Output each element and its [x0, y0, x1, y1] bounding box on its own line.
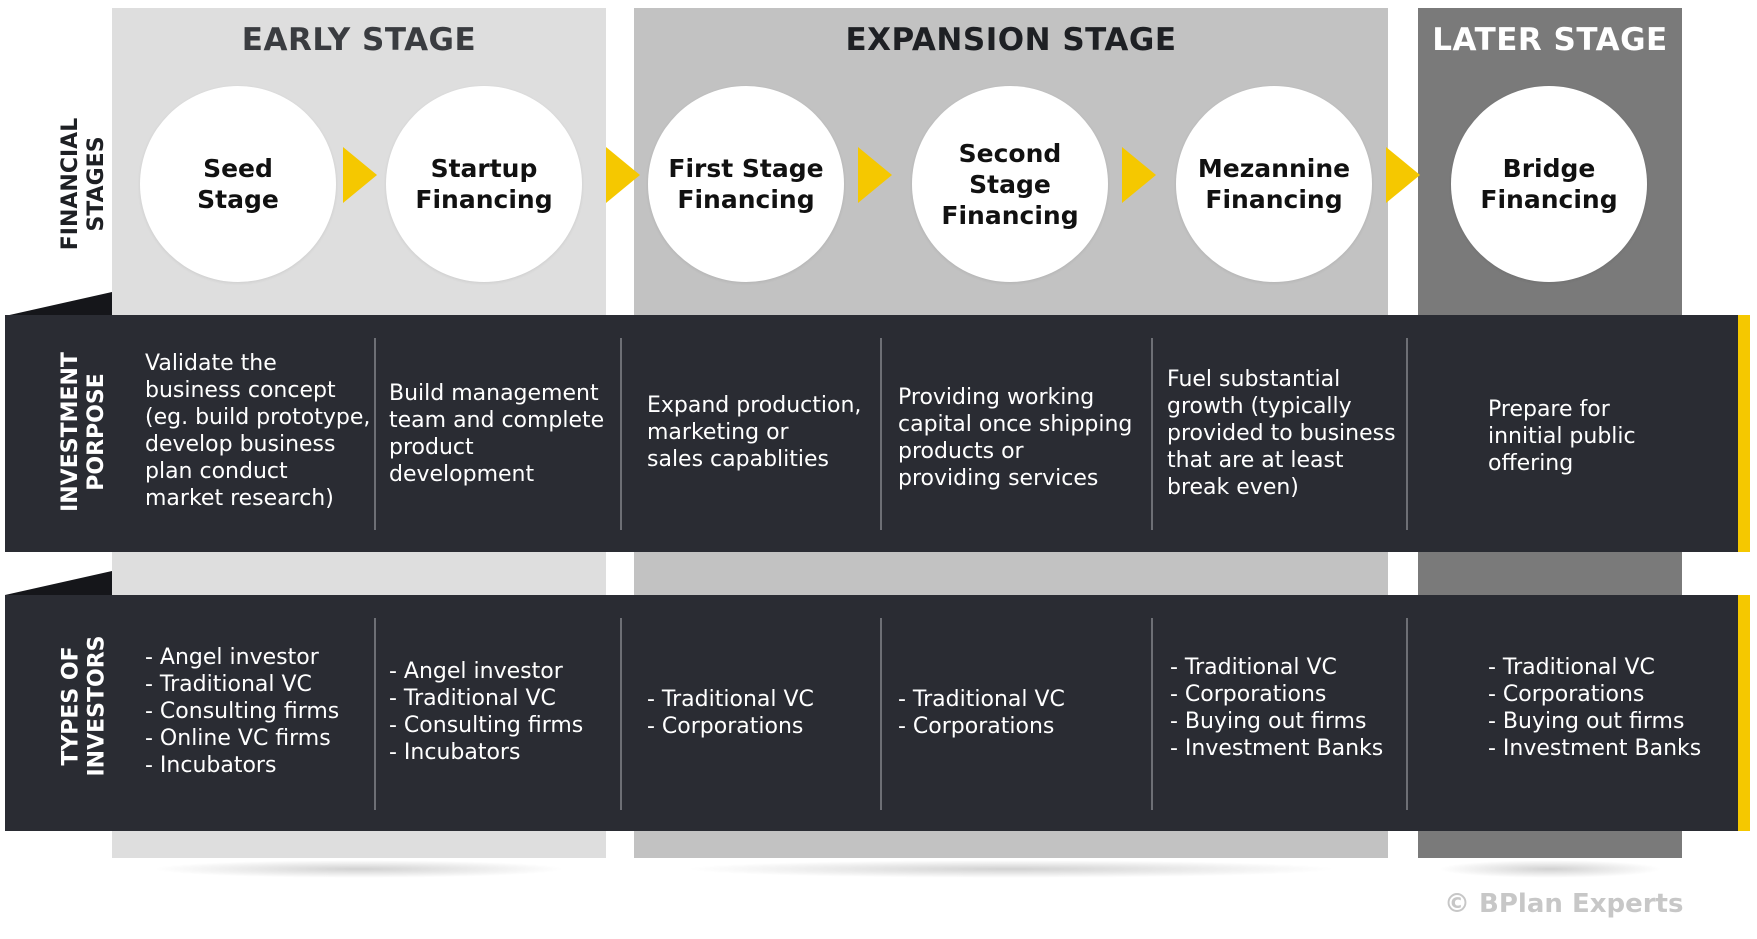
column-divider — [1151, 338, 1153, 530]
investors-mezannine: - Traditional VC - Corporations - Buying… — [1170, 655, 1384, 761]
arrow-icon — [343, 147, 377, 203]
purpose-startup: Build management team and complete produ… — [389, 381, 605, 487]
column-shadow — [684, 860, 1338, 878]
purpose-second-stage: Providing working capital once shipping … — [898, 385, 1133, 491]
circle-second-stage-financing: Second Stage Financing — [912, 86, 1108, 282]
column-divider — [880, 618, 882, 810]
purpose-mezannine: Fuel substantial growth (typically provi… — [1167, 367, 1396, 500]
band-notch — [5, 292, 112, 316]
arrow-icon — [1122, 147, 1156, 203]
later-stage-title: LATER STAGE — [1432, 22, 1668, 58]
investors-second-stage: - Traditional VC - Corporations — [898, 687, 1065, 739]
purpose-seed: Validate the business concept (eg. build… — [145, 351, 371, 511]
column-divider — [374, 618, 376, 810]
investment-purpose-band — [5, 315, 1738, 552]
column-divider — [880, 338, 882, 530]
circle-mezannine-financing: Mezannine Financing — [1176, 86, 1372, 282]
column-divider — [1151, 618, 1153, 810]
circle-first-stage-financing: First Stage Financing — [648, 86, 844, 282]
expansion-stage-title: EXPANSION STAGE — [845, 22, 1177, 58]
early-stage-title: EARLY STAGE — [241, 22, 477, 58]
band-notch — [5, 571, 112, 595]
column-divider — [620, 618, 622, 810]
column-divider — [620, 338, 622, 530]
investors-bridge: - Traditional VC - Corporations - Buying… — [1488, 655, 1702, 761]
column-divider — [374, 338, 376, 530]
investors-seed: - Angel investor - Traditional VC - Cons… — [145, 645, 340, 778]
circle-seed-stage: Seed Stage — [140, 86, 336, 282]
investors-first-stage: - Traditional VC - Corporations — [647, 687, 814, 739]
arrow-icon — [1386, 147, 1420, 203]
circle-bridge-financing: Bridge Financing — [1451, 86, 1647, 282]
arrow-icon — [858, 147, 892, 203]
arrow-icon — [606, 147, 640, 203]
column-shadow — [1438, 860, 1662, 878]
column-shadow — [152, 860, 566, 878]
band-accent-edge — [1738, 315, 1750, 552]
purpose-bridge: Prepare for innitial public offering — [1488, 397, 1636, 476]
band-accent-edge — [1738, 595, 1750, 831]
circle-startup-financing: Startup Financing — [386, 86, 582, 282]
types-of-investors-band — [5, 595, 1738, 831]
copyright-text: © BPlan Experts — [1444, 889, 1684, 919]
purpose-first-stage: Expand production, marketing or sales ca… — [647, 393, 862, 472]
column-divider — [1406, 338, 1408, 530]
investors-startup: - Angel investor - Traditional VC - Cons… — [389, 659, 584, 765]
column-divider — [1406, 618, 1408, 810]
